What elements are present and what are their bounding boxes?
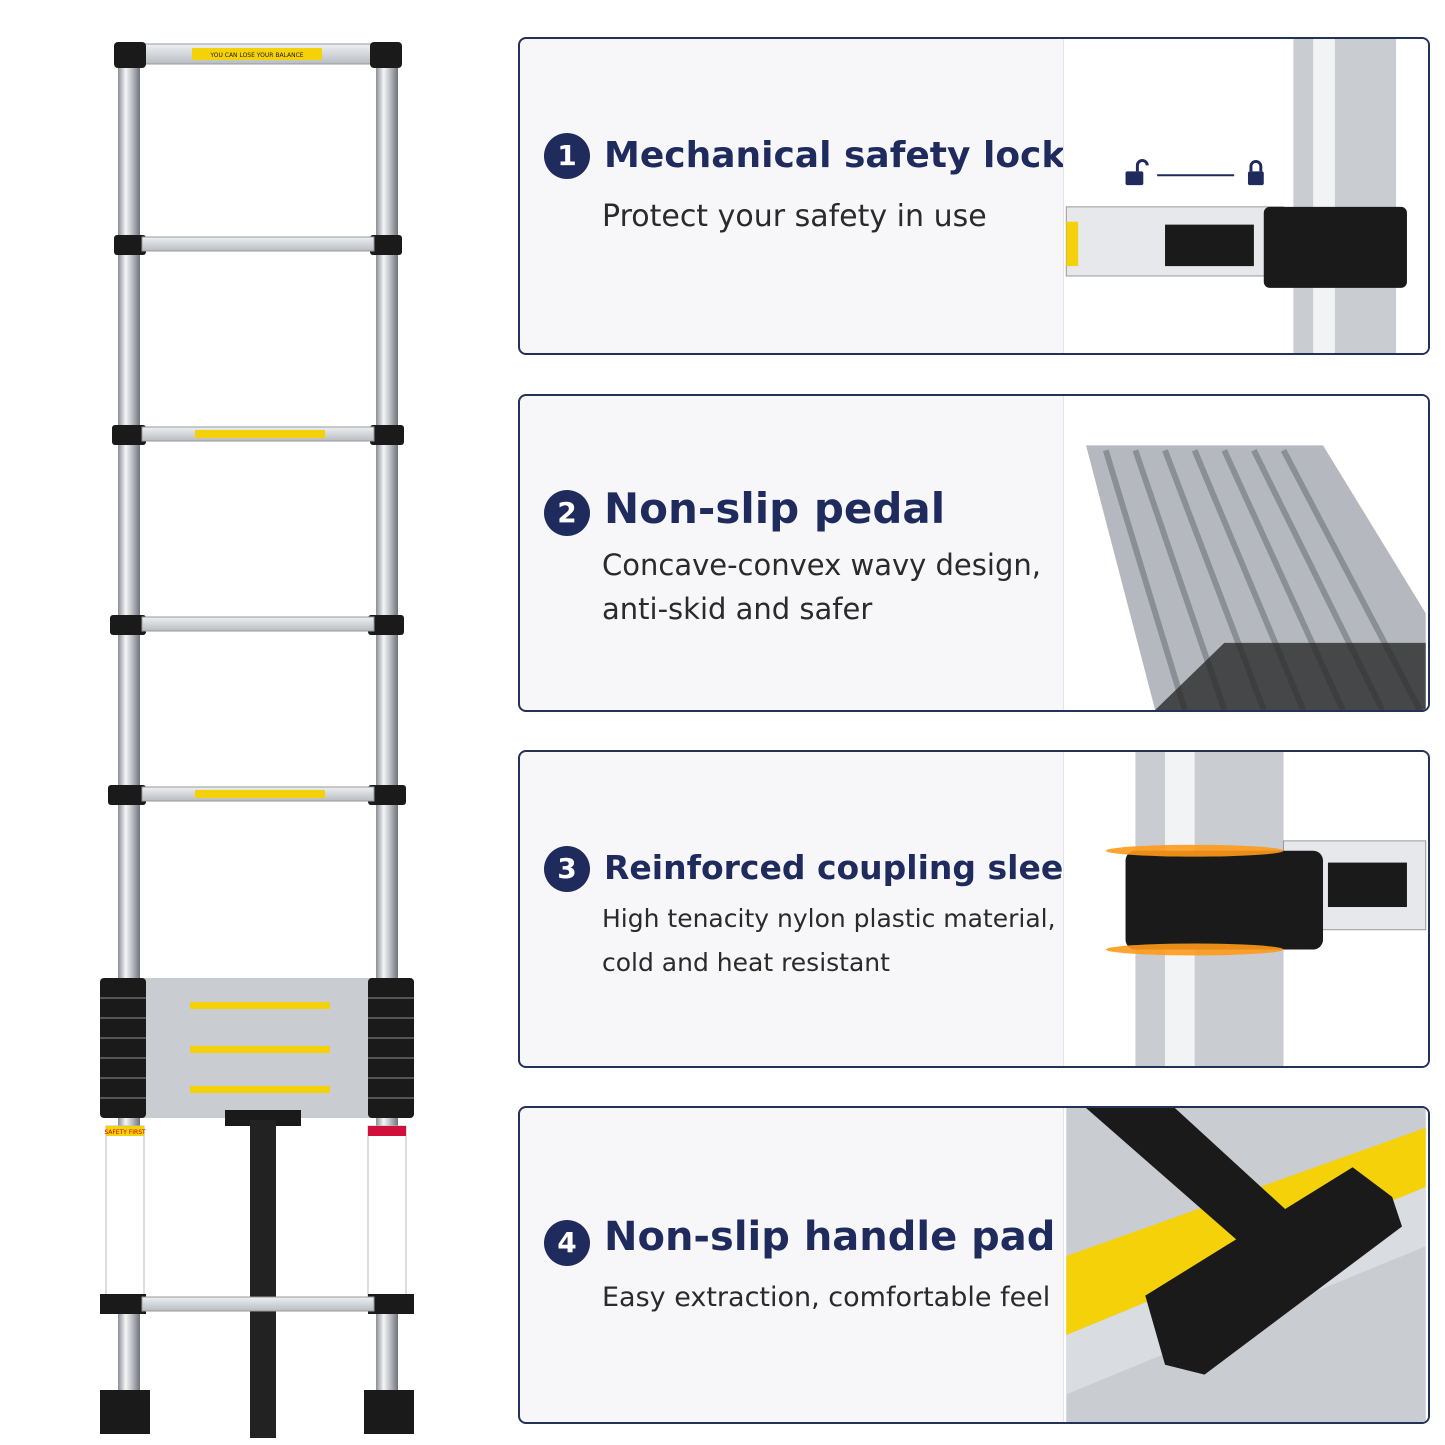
ladder-safety-label: SAFETY FIRST	[104, 1129, 146, 1136]
feature-title: Reinforced coupling sleeve	[604, 848, 1108, 887]
feature-card-non-slip-pedal: 2 Non-slip pedal Concave-convex wavy des…	[518, 394, 1430, 712]
feature-card-coupling-sleeve: 3 Reinforced coupling sleeve High tenaci…	[518, 750, 1430, 1068]
feature-number-badge: 4	[544, 1220, 590, 1266]
ladder-top-label: YOU CAN LOSE YOUR BALANCE	[209, 52, 303, 59]
feature-number-badge: 1	[544, 133, 590, 179]
feature-card-handle-pad: 4 Non-slip handle pad Easy extraction, c…	[518, 1106, 1430, 1424]
feature-card-safety-lock: 1 Mechanical safety lock Protect your sa…	[518, 37, 1430, 355]
feature-description-line: High tenacity nylon plastic material,	[602, 904, 1056, 933]
unlock-icon	[1125, 159, 1149, 186]
feature-title: Non-slip handle pad	[604, 1214, 1056, 1260]
handle-pad-photo	[1063, 1108, 1428, 1422]
feature-title: Non-slip pedal	[604, 484, 946, 533]
feature-description-line: Concave-convex wavy design,	[602, 548, 1041, 582]
ladder-image: YOU CAN LOSE YOUR BALANCE	[80, 30, 440, 1440]
feature-description-line: cold and heat resistant	[602, 948, 890, 977]
feature-description-line: anti-skid and safer	[602, 592, 873, 626]
feature-description-line: Protect your safety in use	[602, 199, 987, 234]
feature-title: Mechanical safety lock	[604, 135, 1066, 176]
feature-description-line: Easy extraction, comfortable feel	[602, 1282, 1051, 1313]
lock-icon	[1247, 160, 1264, 186]
non-slip-pedal-photo	[1063, 396, 1428, 710]
feature-number-badge: 2	[544, 490, 590, 536]
coupling-sleeve-photo	[1063, 752, 1428, 1066]
safety-lock-photo	[1063, 39, 1428, 353]
feature-number-badge: 3	[544, 846, 590, 892]
